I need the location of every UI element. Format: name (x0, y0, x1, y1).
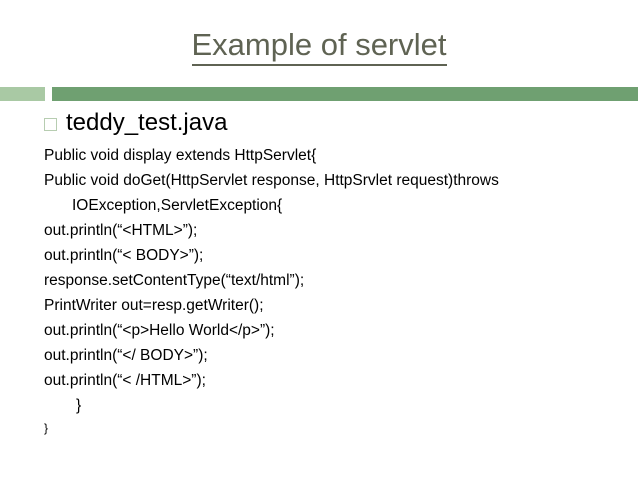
divider-accent-left (0, 87, 45, 101)
code-line: out.println(“< /HTML>”); (44, 372, 206, 389)
code-line: IOException,ServletException{ (72, 197, 283, 214)
slide-content: teddy_test.java Public void display exte… (0, 107, 638, 438)
title-divider (0, 87, 638, 101)
page-title-text: Example of servlet (191, 27, 447, 66)
page-title: Example of servlet (0, 26, 638, 66)
code-line: } (44, 421, 49, 435)
code-line: out.println(“</ BODY>”); (44, 347, 208, 364)
divider-accent-main (52, 87, 638, 101)
bullet-item-label: teddy_test.java (66, 109, 228, 136)
code-line: out.println(“<HTML>”); (44, 222, 198, 239)
code-line: response.setContentType(“text/html”); (44, 272, 305, 289)
code-line: Public void doGet(HttpServlet response, … (44, 172, 499, 189)
code-line: PrintWriter out=resp.getWriter(); (44, 297, 264, 314)
code-line: Public void display extends HttpServlet{ (44, 147, 317, 164)
code-line: out.println(“<p>Hello World</p>”); (44, 322, 275, 339)
code-line: out.println(“< BODY>”); (44, 247, 204, 264)
hollow-square-bullet-icon (44, 118, 57, 131)
list-item: teddy_test.java (0, 107, 638, 139)
code-line: } (76, 397, 82, 414)
